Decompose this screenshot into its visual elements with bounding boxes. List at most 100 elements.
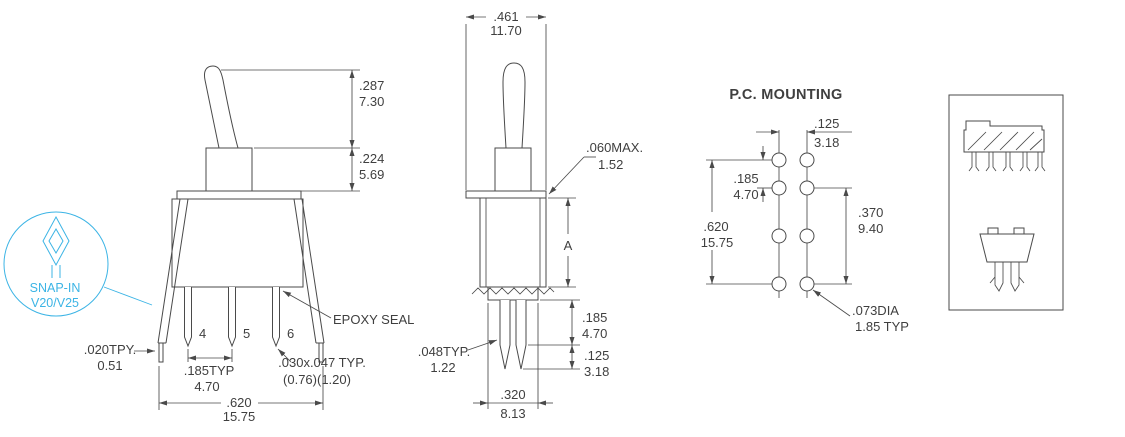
- terminal-pins-side: [499, 300, 527, 370]
- dim-column-pitch: .125 3.18: [756, 116, 852, 150]
- dim-body-height-a: A: [548, 197, 576, 288]
- component-body: [979, 233, 1035, 263]
- extension-line: [465, 24, 547, 190]
- epoxy-seal-side: [471, 286, 555, 301]
- component-nubs: [987, 227, 1025, 234]
- pin-numbers: 4 5 6: [199, 326, 294, 341]
- dim-terminal-width: .048TYP. 1.22: [418, 339, 498, 375]
- terminal-pin: [184, 287, 192, 348]
- dim-terminal-width-in: .048TYP.: [418, 344, 471, 359]
- leader-line: [277, 348, 292, 363]
- toggle-lever-side: [502, 62, 526, 149]
- dim-bushing-height: .224 5.69: [254, 148, 384, 192]
- extension-line: [548, 197, 576, 288]
- epoxy-seal-callout: EPOXY SEAL: [282, 290, 414, 327]
- body-inner-lines: [485, 198, 541, 287]
- dim-bracket-span-in: .620: [226, 395, 251, 410]
- dim-terminal-length: .185 4.70: [528, 299, 607, 346]
- extension-line: [187, 349, 233, 362]
- mounting-hole: [771, 276, 787, 292]
- switch-body: [171, 198, 304, 288]
- extension-line: [706, 159, 772, 285]
- dim-overall-height: .620 15.75: [701, 159, 772, 285]
- component-legs: [989, 262, 1025, 292]
- mounting-hole: [799, 228, 815, 244]
- snap-in-label-line1: SNAP-IN: [30, 281, 81, 295]
- dim-terminal-span-mm: 8.13: [500, 406, 525, 421]
- dim-overall-height-in: .620: [703, 219, 728, 234]
- mounting-hole: [799, 180, 815, 196]
- pc-mounting-title: P.C. MOUNTING: [729, 87, 842, 103]
- pin-number-6: 6: [287, 326, 294, 341]
- mounting-hole: [799, 276, 815, 292]
- dim-bracket-thickness-mm: 0.51: [97, 358, 122, 373]
- leader-line: [282, 290, 332, 319]
- seal-boss: [487, 286, 539, 301]
- mounting-holes: [771, 152, 815, 292]
- dim-terminal-span-in: .320: [500, 387, 525, 402]
- component-profile-top: [963, 120, 1046, 172]
- dim-bracket-thickness: .020TPY. 0.51: [84, 342, 155, 373]
- dim-flange-max-in: .060MAX.: [586, 140, 643, 155]
- dim-terminal-pitch-mm: 4.70: [194, 379, 219, 394]
- hatching: [967, 131, 1043, 151]
- dim-overall-height-mm: 15.75: [701, 235, 734, 250]
- dim-toggle-height: .287 7.30: [221, 69, 384, 149]
- terminal-pin: [499, 300, 511, 370]
- component-pins: [968, 152, 1046, 172]
- leader-line: [467, 339, 498, 351]
- snap-in-detail: [42, 215, 70, 278]
- dim-terminal-section-mm: (0.76)(1.20): [283, 372, 351, 387]
- snap-in-bracket-left: [157, 198, 189, 363]
- leader-line: [548, 156, 585, 195]
- dim-terminal-section-in: .030x.047 TYP.: [278, 355, 366, 370]
- body-side: [479, 197, 547, 288]
- dim-body-width-in: .461: [493, 9, 518, 24]
- terminal-pin: [228, 287, 236, 348]
- dim-terminal-width-mm: 1.22: [430, 360, 455, 375]
- dim-body-width: .461 11.70: [465, 9, 547, 190]
- dim-row-pitch: .185 4.70: [733, 146, 772, 202]
- bushing: [205, 147, 253, 192]
- pin-number-5: 5: [243, 326, 250, 341]
- dim-column-pitch-in: .125: [814, 116, 839, 131]
- snap-in-label-line2: V20/V25: [31, 296, 79, 310]
- bushing-side: [494, 147, 532, 192]
- dim-body-height-label: A: [564, 238, 573, 253]
- terminal-pin: [515, 300, 527, 370]
- seal-wave: [471, 287, 555, 295]
- dim-flange-max: .060MAX. 1.52: [548, 140, 643, 195]
- terminal-pins: [184, 287, 280, 348]
- dim-terminal-pitch: .185TYP 4.70: [184, 349, 235, 394]
- pin-number-4: 4: [199, 326, 206, 341]
- dim-row-pitch-in: .185: [733, 171, 758, 186]
- style-box-border: [948, 94, 1064, 311]
- mounting-flange: [176, 190, 302, 200]
- dim-column-pitch-mm: 3.18: [814, 135, 839, 150]
- dim-terminal-section: .030x.047 TYP. (0.76)(1.20): [277, 348, 366, 387]
- dim-hole-diameter-in: .073DIA: [852, 303, 899, 318]
- dim-body-width-mm: 11.70: [490, 23, 522, 38]
- mounting-style-box: [948, 94, 1064, 311]
- dim-flange-max-mm: 1.52: [598, 157, 623, 172]
- mounting-hole: [771, 180, 787, 196]
- extension-line: [221, 69, 360, 149]
- dim-terminal-length-in: .185: [582, 310, 607, 325]
- mounting-hole: [771, 152, 787, 168]
- component-profile-bottom: [979, 227, 1035, 292]
- dim-tip-length-in: .125: [584, 348, 609, 363]
- toggle-lever: [204, 65, 239, 149]
- dim-hole-diameter-mm: 1.85 TYP: [855, 319, 909, 334]
- dim-terminal-length-mm: 4.70: [582, 326, 607, 341]
- dim-terminal-span: .320 8.13: [473, 303, 553, 421]
- dim-bushing-height-mm: 5.69: [359, 167, 384, 182]
- component-body: [963, 120, 1045, 153]
- terminal-pin: [272, 287, 280, 348]
- dim-bracket-span: .620 15.75: [158, 366, 324, 424]
- snap-in-bracket-right: [293, 198, 325, 363]
- epoxy-seal-label: EPOXY SEAL: [333, 312, 414, 327]
- mounting-hole: [799, 152, 815, 168]
- dim-bracket-span-mm: 15.75: [223, 409, 256, 424]
- dim-terminal-pitch-in: .185TYP: [184, 363, 235, 378]
